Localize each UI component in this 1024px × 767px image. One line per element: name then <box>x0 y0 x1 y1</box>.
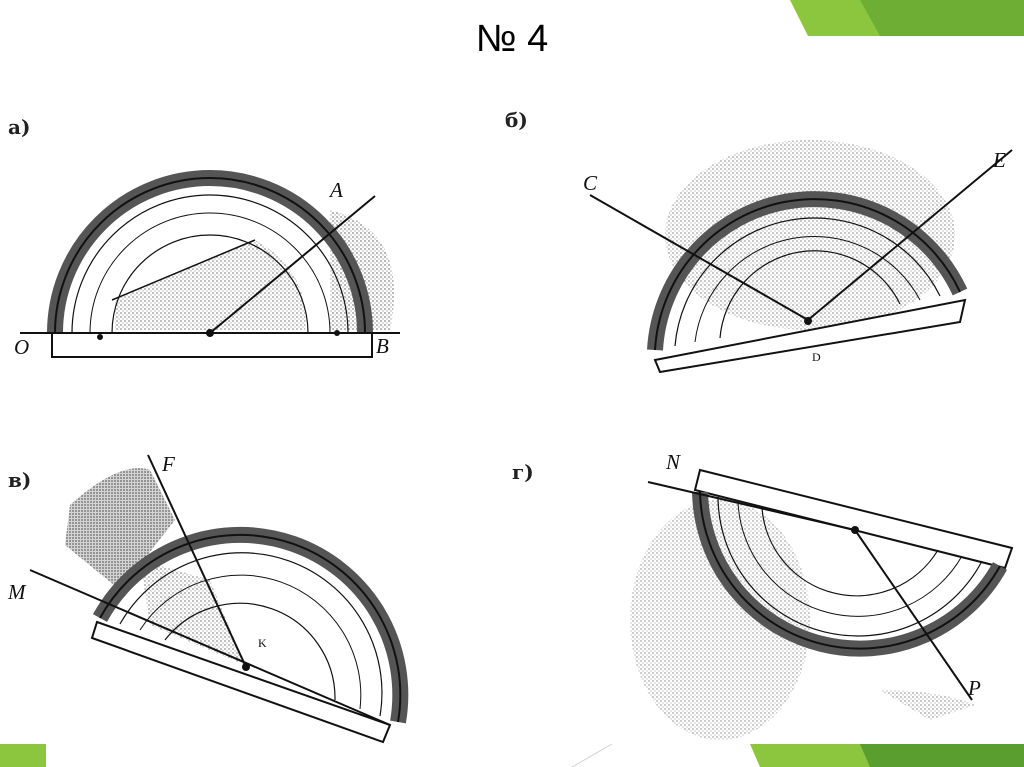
point-label-k: K <box>258 636 267 650</box>
point-label-n: N <box>666 450 681 474</box>
panel-a-protractor <box>20 170 400 358</box>
panel-label-b: б) <box>505 108 528 132</box>
point-label-o: O <box>14 335 30 359</box>
point-label-f: F <box>162 452 175 476</box>
slide-title: № 4 <box>475 18 549 60</box>
point-label-a: A <box>330 178 343 202</box>
panel-c-protractor <box>29 454 409 744</box>
point-label-e: E <box>993 148 1006 172</box>
panel-label-a: а) <box>8 115 31 139</box>
panel-label-c: в) <box>8 468 32 492</box>
panel-label-d: г) <box>512 460 534 484</box>
point-label-m: M <box>8 580 26 604</box>
panel-b-protractor <box>589 140 1013 374</box>
point-label-c: C <box>583 171 598 195</box>
point-label-p: P <box>968 676 981 700</box>
point-label-b: B <box>376 334 389 358</box>
panel-d-protractor <box>630 468 1014 740</box>
point-label-d: D <box>812 350 821 364</box>
